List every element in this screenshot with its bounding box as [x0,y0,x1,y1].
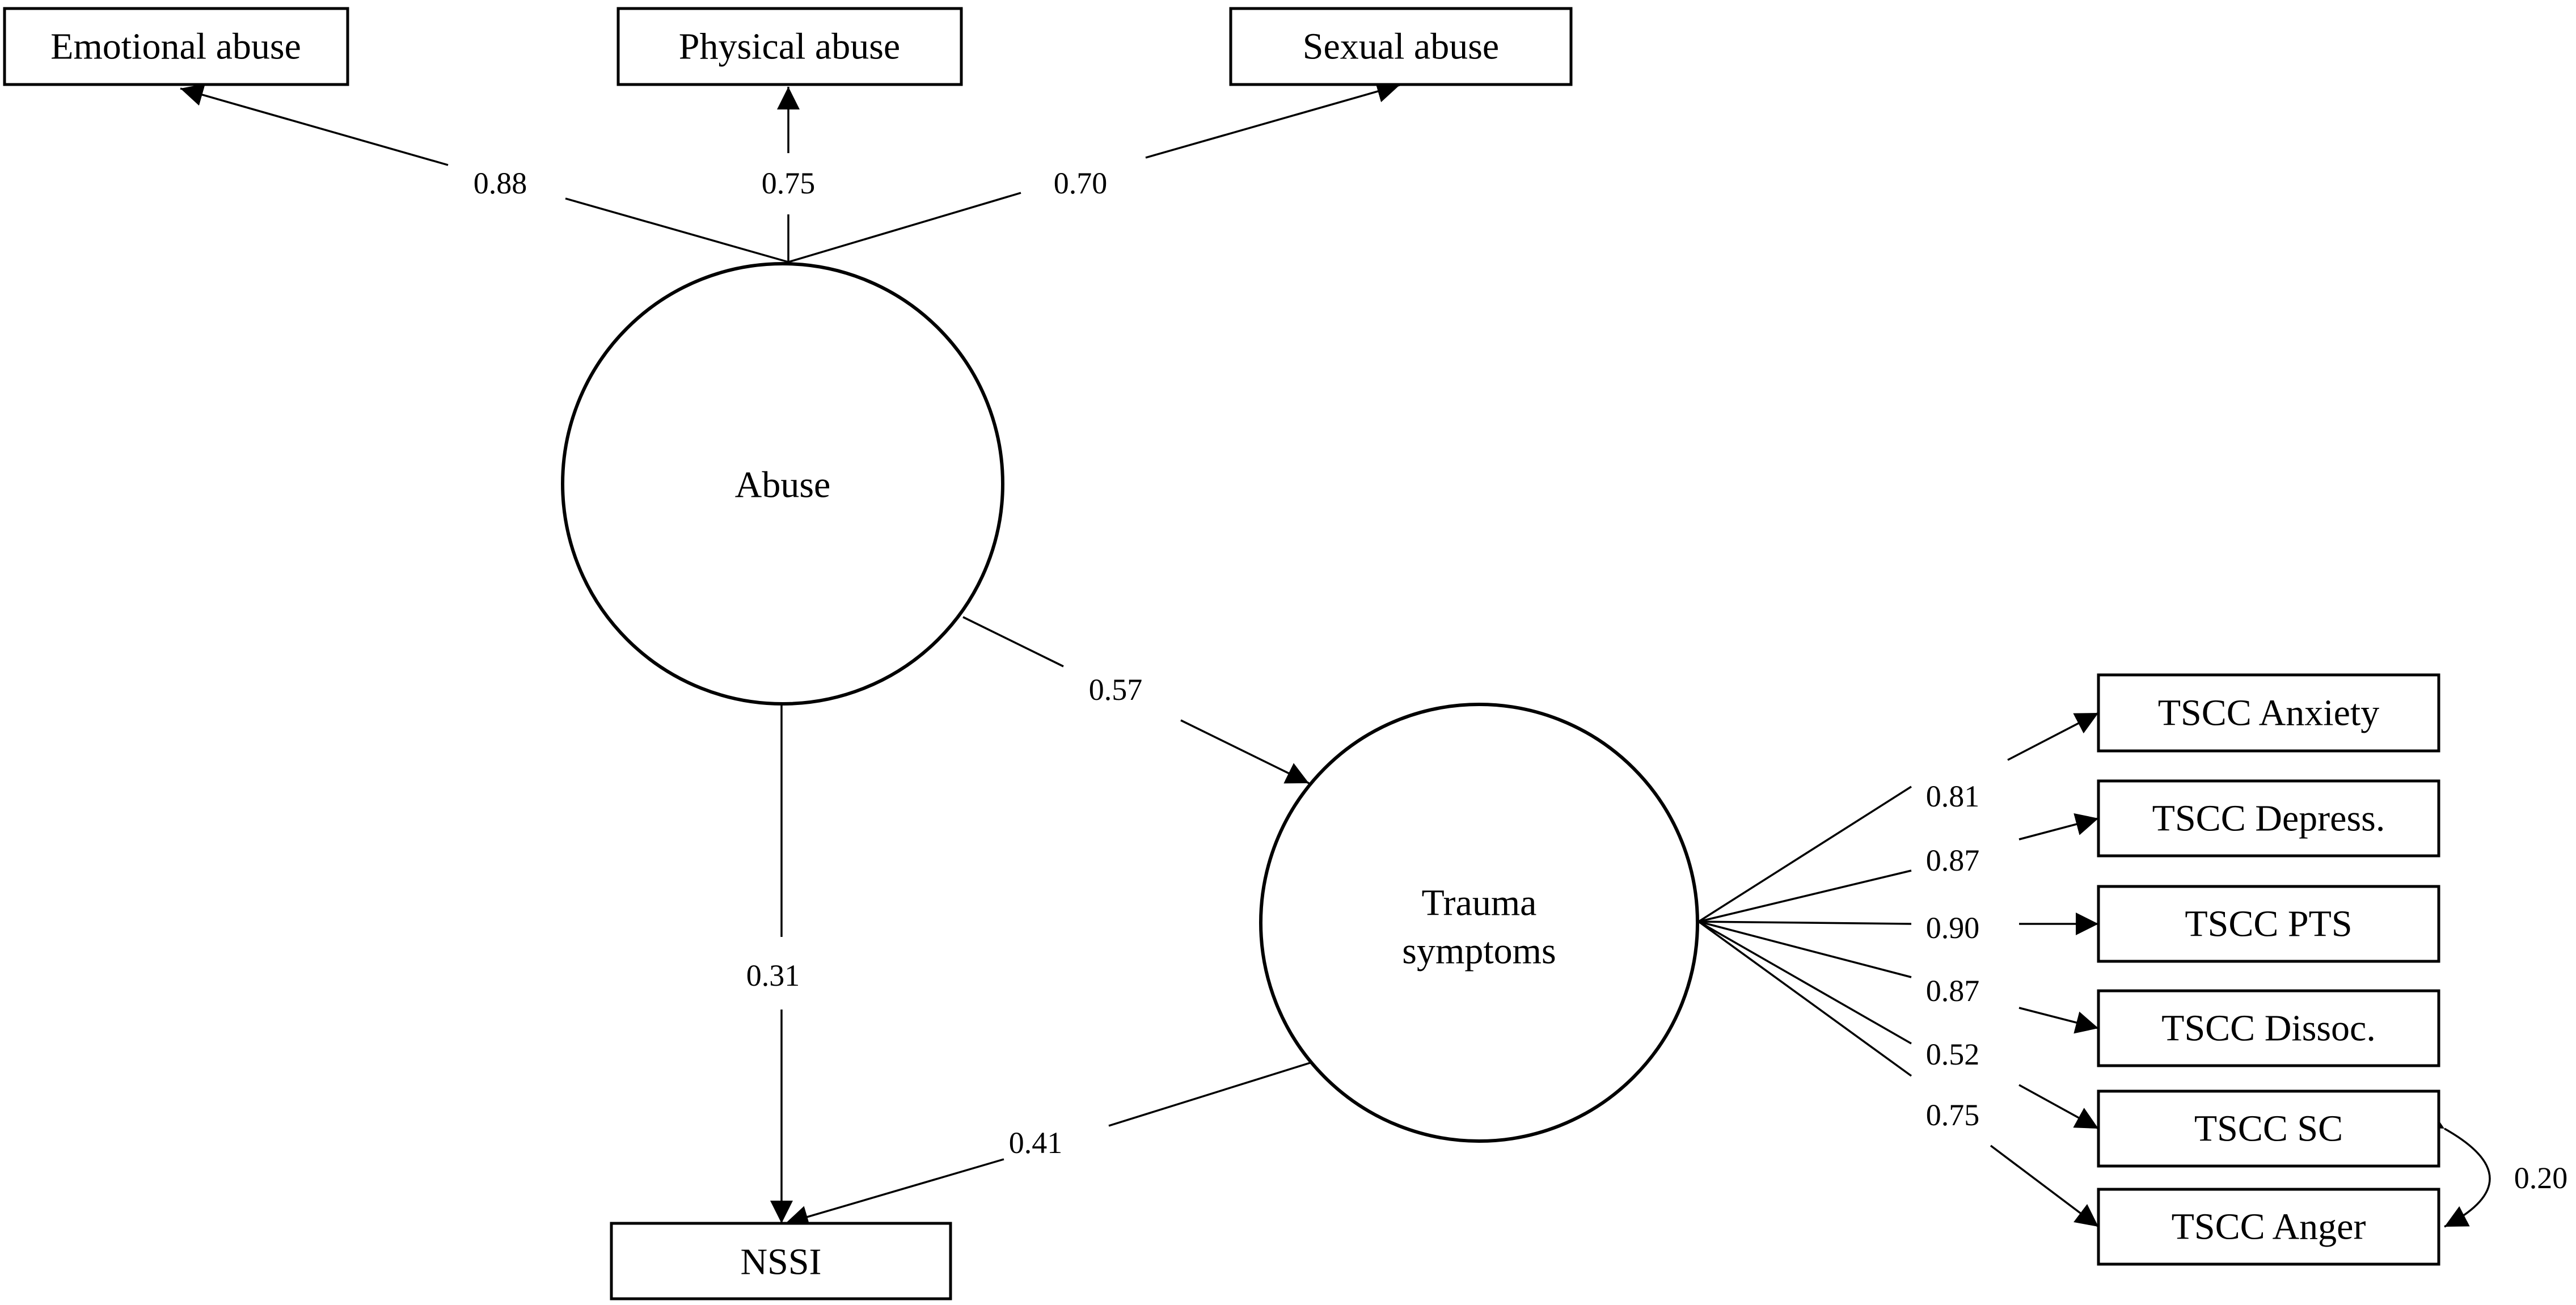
path-trauma-anger [1697,920,2098,1227]
label-trauma-line2: symptoms [1402,931,1556,972]
coef-physical: 0.75 [762,166,816,200]
path-trauma-sc [1698,920,2098,1129]
latent-trauma-symptoms [1259,703,1699,1143]
path-trauma-depress [1698,818,2098,923]
label-abuse: Abuse [735,464,831,506]
path-abuse-trauma [962,616,1309,783]
path-sc-anger-covariance [2419,1107,2491,1228]
box-tscc-anxiety [2097,673,2440,753]
coef-depress: 0.87 [1926,843,1980,877]
coef-pts: 0.90 [1926,911,1980,945]
label-tscc-sc: TSCC SC [2194,1108,2343,1150]
coef-anger: 0.75 [1926,1098,1980,1132]
label-tscc-dissoc: TSCC Dissoc. [2161,1008,2376,1049]
label-tscc-depress: TSCC Depress. [2152,798,2385,839]
label-trauma-line1: Trauma [1422,882,1537,924]
path-trauma-pts [1698,922,2098,924]
label-emotional-abuse: Emotional abuse [50,26,301,67]
coef-abuse-trauma: 0.57 [1089,673,1143,707]
coef-anxiety: 0.81 [1926,779,1980,813]
box-physical-abuse [616,7,963,86]
box-tscc-sc [2097,1089,2440,1168]
coef-sc: 0.52 [1926,1037,1980,1071]
path-trauma-nssi [786,1062,1311,1223]
label-tscc-pts: TSCC PTS [2185,903,2352,945]
box-tscc-anger [2097,1188,2440,1266]
label-tscc-anger: TSCC Anger [2172,1206,2366,1248]
box-tscc-depress [2097,779,2440,858]
label-sexual-abuse: Sexual abuse [1303,26,1499,67]
box-sexual-abuse [1229,7,1573,86]
coef-abuse-nssi: 0.31 [746,958,800,993]
coef-trauma-nssi: 0.41 [1009,1126,1063,1160]
box-nssi [610,1222,952,1300]
latent-abuse [561,262,1004,706]
path-abuse-emotional [180,88,789,263]
coef-emotional: 0.88 [474,166,527,200]
label-nssi: NSSI [740,1241,821,1283]
path-trauma-anxiety [1698,713,2098,923]
coef-dissoc: 0.87 [1926,974,1980,1008]
box-emotional-abuse [3,7,349,86]
coef-sc-anger-covariance: 0.20 [2514,1161,2568,1195]
box-tscc-pts [2097,885,2440,963]
coef-sexual: 0.70 [1054,166,1108,200]
box-tscc-dissoc [2097,989,2440,1067]
path-abuse-sexual [788,85,1400,263]
label-physical-abuse: Physical abuse [679,26,900,67]
path-trauma-dissoc [1698,920,2098,1028]
label-tscc-anxiety: TSCC Anxiety [2158,692,2380,734]
